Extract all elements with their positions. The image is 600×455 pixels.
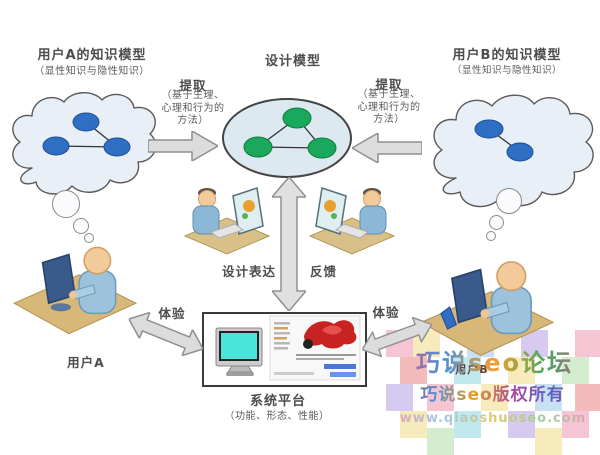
extract-right-label: 提取 — [375, 77, 403, 92]
thought-bubble — [84, 233, 94, 243]
knowledge-node-blue — [506, 142, 534, 162]
system-platform-label: 系统平台 — [249, 394, 306, 409]
designer-body — [192, 205, 220, 235]
user-a-figure — [12, 246, 138, 335]
design-model-title: 设计模型 — [264, 54, 321, 69]
experience-arrow-right — [361, 316, 433, 358]
floor-mat — [12, 274, 138, 335]
knowledge-node-blue — [474, 119, 504, 139]
webpage-menu-line — [274, 332, 290, 335]
system-platform-sublabel: （功能、形态、性能） — [224, 411, 330, 422]
extract-arrow-right — [352, 133, 422, 163]
double-arrow-shape — [272, 177, 306, 311]
webpage-menu-line — [274, 322, 290, 325]
extract-right-method-line3: 方法） — [373, 114, 405, 125]
user-b-model-title: 用户B的知识模型 — [452, 48, 562, 63]
left-arrow-shape — [352, 133, 422, 163]
extract-arrow-left — [148, 131, 218, 161]
user-b-figure — [419, 261, 555, 357]
webpage-menu-line — [274, 342, 290, 345]
experience-right-label: 体验 — [372, 305, 400, 320]
system-platform-box — [202, 312, 367, 387]
design-node-green — [282, 107, 312, 129]
experience-arrow-left — [128, 311, 204, 357]
designer-body — [359, 205, 387, 235]
extract-right-method-line2: 心理和行为的 — [357, 101, 421, 113]
user-b-label: 用户B — [432, 361, 512, 377]
designer-head — [363, 190, 381, 208]
keyboard — [209, 223, 245, 239]
webpage-red-art — [322, 325, 342, 335]
blue-bottle — [440, 306, 457, 330]
user-head — [83, 246, 112, 275]
webpage-blue-block — [330, 372, 356, 377]
double-arrow-shape — [128, 311, 204, 357]
webpage-blue-block — [324, 364, 356, 369]
extract-left-method-line2: 心理和行为的 — [161, 102, 225, 114]
user-b-model-subtitle: （显性知识与隐性知识） — [451, 65, 562, 76]
user-a-label: 用户A — [67, 355, 105, 370]
design-model-ellipse — [222, 98, 352, 178]
thought-bubble — [489, 215, 504, 230]
knowledge-cloud-a — [12, 92, 157, 195]
design-node-green — [243, 136, 273, 158]
watermark-line2: 巧说seo版权所有 — [395, 380, 590, 405]
knowledge-node-blue — [42, 136, 70, 156]
webpage-menu-line — [274, 347, 288, 350]
cloud-shape — [12, 92, 157, 195]
designer-head — [198, 190, 216, 208]
designer-figure-right — [308, 187, 396, 255]
user-hand — [480, 309, 490, 318]
extract-left-method-line1: （基于生理、 — [161, 90, 225, 101]
crt-monitor-screen — [219, 331, 259, 361]
webpage-text-line — [296, 358, 344, 360]
thought-bubble — [486, 231, 496, 241]
model-platform-arrow — [272, 177, 306, 311]
knowledge-node-blue — [103, 137, 131, 157]
watermark-line1: 巧说seo论坛 — [392, 343, 597, 378]
keyboard — [334, 223, 370, 239]
watermark-line3: www.qiaoshuoseo.com — [393, 411, 593, 426]
screen-graphic — [242, 213, 248, 219]
knowledge-node-blue — [72, 112, 100, 132]
extract-left-method: （基于生理、 心理和行为的 方法） — [143, 90, 243, 128]
user-head — [496, 261, 527, 292]
extract-right-method: （基于生理、 心理和行为的 方法） — [339, 89, 439, 127]
right-arrow-shape — [148, 131, 218, 161]
monitor-foot — [50, 303, 71, 312]
webpage-text-line — [296, 354, 356, 356]
user-hand — [68, 291, 78, 300]
user-a-model-title: 用户A的知识模型 — [37, 48, 147, 63]
designer-figure-left — [183, 187, 271, 255]
design-expression-label: 设计表达 — [221, 264, 276, 279]
thought-bubble — [496, 188, 522, 214]
crt-monitor-base — [226, 372, 254, 376]
screen-graphic — [324, 200, 336, 212]
thought-bubble — [73, 218, 89, 234]
crt-monitor-stand — [227, 365, 253, 373]
double-arrow-shape — [361, 316, 433, 358]
webpage-red-art — [304, 320, 357, 349]
screen-graphic — [243, 200, 255, 212]
feedback-label: 反馈 — [309, 264, 337, 279]
webpage-footer-line — [274, 372, 314, 375]
design-node-green — [307, 137, 337, 159]
screen-graphic — [331, 213, 337, 219]
extract-left-label: 提取 — [179, 78, 207, 93]
webpage-menu-line — [274, 327, 288, 330]
experience-left-label: 体验 — [158, 306, 186, 321]
platform-screenshot — [215, 315, 361, 381]
extract-right-method-line1: （基于生理、 — [357, 89, 421, 100]
extract-left-method-line3: 方法） — [177, 115, 209, 126]
webpage-dark-dot — [303, 339, 313, 349]
thought-bubble — [52, 190, 80, 218]
user-a-model-subtitle: （显性知识与隐性知识） — [34, 66, 150, 77]
webpage-menu-line — [274, 337, 287, 340]
